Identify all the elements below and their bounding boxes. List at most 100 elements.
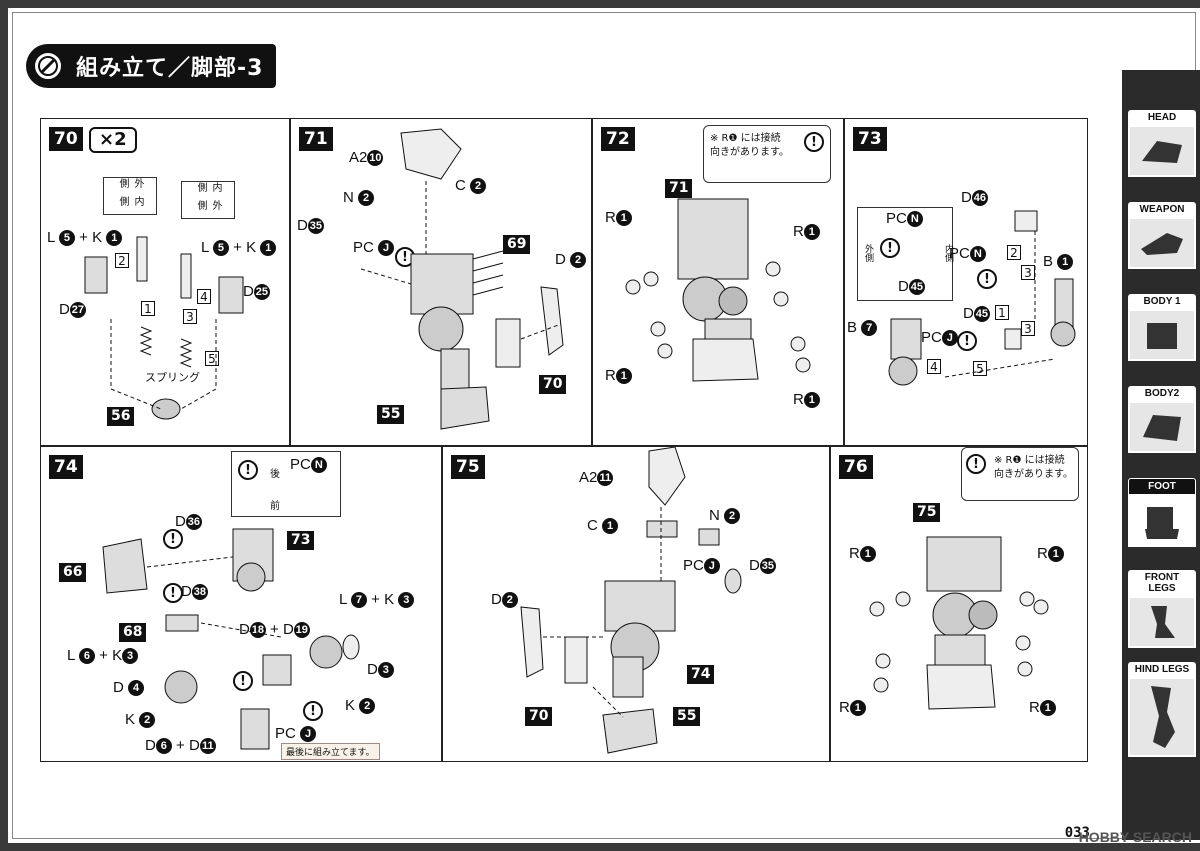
part-70-label: 70: [539, 375, 567, 394]
foot-joint-drawing: [888, 210, 1076, 386]
step-number: 70: [49, 127, 83, 151]
page-number: 033: [1064, 825, 1090, 841]
thigh-assembly-drawing: [360, 128, 564, 430]
orientation-note: ※ R❶ には接続向きがあります。 !: [703, 125, 831, 183]
sidebar-item-body1[interactable]: BODY 1: [1128, 294, 1196, 361]
seq-4: 4: [197, 289, 211, 304]
label-c1: C 1: [587, 517, 619, 535]
leg-assembly-drawing: [625, 198, 811, 382]
caution-icon-2: !: [977, 269, 997, 289]
part-74-label: 74: [687, 665, 715, 684]
step-number: 74: [49, 455, 83, 479]
orientation-box-b: 内側外側: [181, 181, 235, 219]
part-55-label: 55: [377, 405, 405, 424]
label-k2-b: K 2: [345, 697, 376, 715]
lower-leg-assembly-drawing: [520, 447, 742, 754]
caution-icon: !: [966, 454, 986, 474]
label-d4: D 4: [113, 679, 145, 697]
page-title: 組み立て／脚部-3: [76, 56, 264, 81]
sidebar-item-front-legs[interactable]: FRONT LEGS: [1128, 570, 1196, 648]
step-number: 76: [839, 455, 873, 479]
caution-icon-2: !: [163, 529, 183, 549]
front-legs-thumbnail-icon: [1128, 596, 1196, 648]
part-73-label: 73: [287, 531, 315, 550]
sidebar-item-body2[interactable]: BODY2: [1128, 386, 1196, 453]
body1-thumbnail-icon: [1128, 309, 1196, 361]
label-n2: N 2: [343, 189, 375, 207]
orientation-box-a: 外側内側: [103, 177, 157, 215]
hind-legs-thumbnail-icon: [1128, 677, 1196, 757]
sidebar-item-foot[interactable]: FOOT: [1128, 478, 1196, 547]
part-55-label: 55: [673, 707, 701, 726]
step-number: 75: [451, 455, 485, 479]
label-k2-a: K 2: [125, 711, 156, 729]
seq-4: 4: [927, 359, 941, 374]
label-c2: C 2: [455, 177, 487, 195]
label-pcj: PC J: [275, 725, 317, 743]
sidebar-item-head[interactable]: HEAD: [1128, 110, 1196, 177]
label-d2: D 2: [555, 251, 587, 269]
weapon-thumbnail-icon: [1128, 217, 1196, 269]
seq-2: 2: [115, 253, 129, 268]
step-number: 72: [601, 127, 635, 151]
sidebar-item-hind-legs[interactable]: HIND LEGS: [1128, 662, 1196, 757]
seq-3a: 3: [1021, 265, 1035, 280]
label-l7-k3: L 7 + K 3: [339, 591, 415, 609]
leg-part-drawing: [84, 236, 244, 420]
seq-3b: 3: [1021, 321, 1035, 336]
label-l5k1-b: L 5 + K 1: [201, 239, 277, 257]
label-b1: B 1: [1043, 253, 1074, 271]
caution-icon-4: !: [233, 671, 253, 691]
multiplier-badge: ×2: [89, 127, 137, 153]
assemble-last-note: 最後に組み立てます。: [281, 743, 380, 760]
caution-icon: !: [804, 132, 824, 152]
spring-label: スプリング: [145, 372, 200, 384]
seq-2: 2: [1007, 245, 1021, 260]
part-70-label: 70: [525, 707, 553, 726]
head-thumbnail-icon: [1128, 125, 1196, 177]
orientation-note: ! ※ R❶ には接続向きがあります。: [961, 447, 1079, 501]
caution-icon-5: !: [303, 701, 323, 721]
label-b7: B 7: [847, 319, 878, 337]
seq-1: 1: [995, 305, 1009, 320]
caution-icon: !: [880, 238, 900, 258]
part-66-label: 66: [59, 563, 87, 582]
watermark: HOBBY SEARCH: [1078, 829, 1192, 845]
sidebar-item-weapon[interactable]: WEAPON: [1128, 202, 1196, 269]
ankle-assembly-drawing: [102, 528, 360, 750]
label-n2: N 2: [709, 507, 741, 525]
caution-icon-3: !: [163, 583, 183, 603]
step-number: 71: [299, 127, 333, 151]
part-71-label: 71: [665, 179, 693, 198]
